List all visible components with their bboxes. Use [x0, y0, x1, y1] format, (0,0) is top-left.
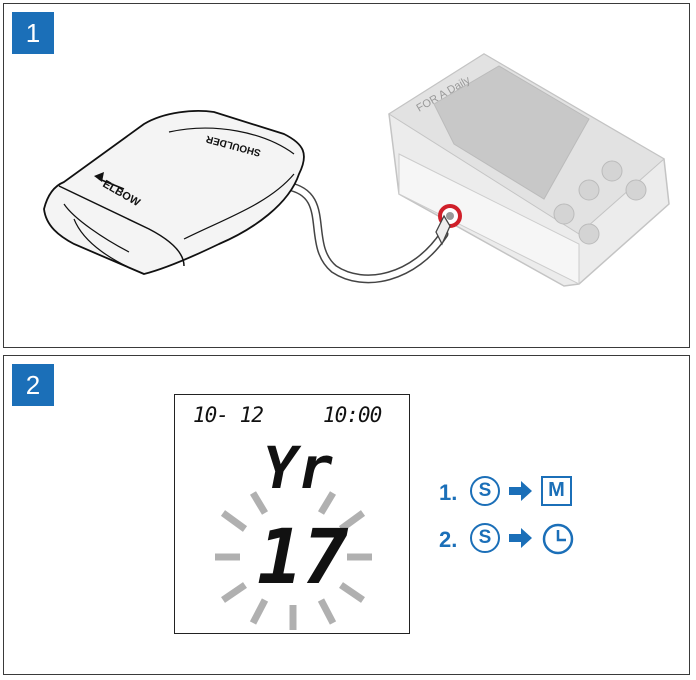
- device-button-5: [578, 223, 600, 245]
- device-button-3: [625, 179, 647, 201]
- device-button-2: [578, 179, 600, 201]
- instruction-2: 2. S: [439, 521, 599, 561]
- instruction-number: 1.: [439, 480, 458, 505]
- step-1-panel: 1 ELBOW SHOULDER FOR A Daily: [3, 3, 690, 348]
- blood-pressure-monitor: FOR A Daily: [388, 53, 670, 287]
- cuff-and-monitor-illustration: ELBOW SHOULDER FOR A Daily: [43, 53, 670, 287]
- s-button-icon: S: [470, 523, 500, 553]
- clock-icon: [542, 523, 574, 555]
- step-number-badge: 1: [12, 12, 54, 54]
- lcd-date: 10- 12: [193, 403, 264, 427]
- m-button-icon: M: [541, 476, 572, 506]
- device-button-4: [553, 203, 575, 225]
- device-button-1: [601, 160, 623, 182]
- lcd-display: 10- 12 10:00 Yr 17: [174, 394, 410, 634]
- arrow-right-icon: [509, 481, 532, 501]
- s-button-icon: S: [470, 476, 500, 506]
- instruction-number: 2.: [439, 527, 458, 552]
- step-2-panel: 2 10- 12 10:00 Yr 17 1. S: [3, 355, 690, 675]
- blink-indicator: [215, 491, 372, 630]
- step-number-badge: 2: [12, 364, 54, 406]
- lcd-unit: Yr: [263, 434, 333, 502]
- arrow-right-icon: [509, 528, 532, 548]
- instruction-1: 1. S M: [439, 474, 599, 514]
- lcd-time: 10:00: [323, 403, 382, 427]
- lcd-value: 17: [257, 512, 349, 601]
- blood-pressure-cuff: ELBOW SHOULDER: [43, 110, 305, 275]
